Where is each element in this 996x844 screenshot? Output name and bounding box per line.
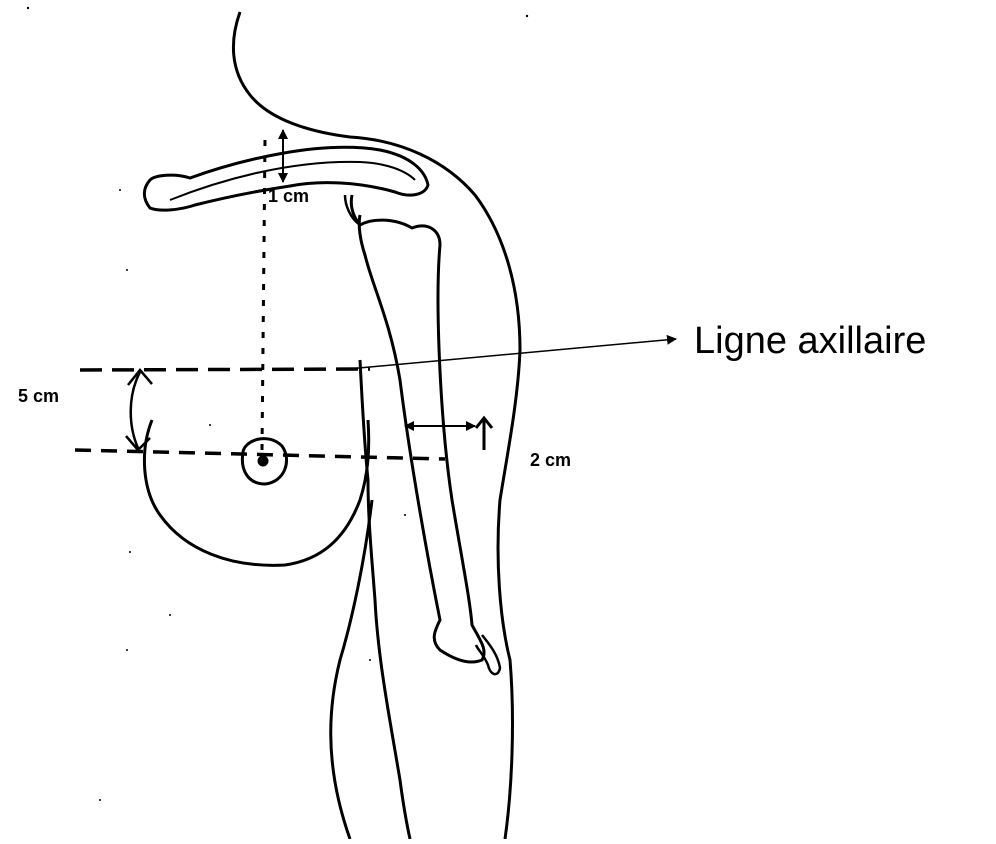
inner-arm-contour	[331, 500, 372, 839]
humerus-bone	[351, 195, 484, 662]
arm-measure-label: 2 cm	[530, 450, 571, 470]
scan-specks	[27, 7, 528, 801]
breast-measure-label: 5 cm	[18, 386, 59, 406]
breast-outline	[144, 420, 368, 565]
vertical-dotted-guide	[262, 140, 265, 450]
nipple	[242, 439, 286, 484]
axillary-line-label: Ligne axillaire	[694, 320, 926, 362]
clavicle-measure-label: 1 cm	[268, 186, 309, 206]
axillary-pointer-line	[348, 339, 676, 369]
breast-measure-arrow	[131, 372, 140, 448]
arm-upward-arrow	[476, 418, 492, 450]
horizontal-dashed-top	[80, 369, 370, 370]
